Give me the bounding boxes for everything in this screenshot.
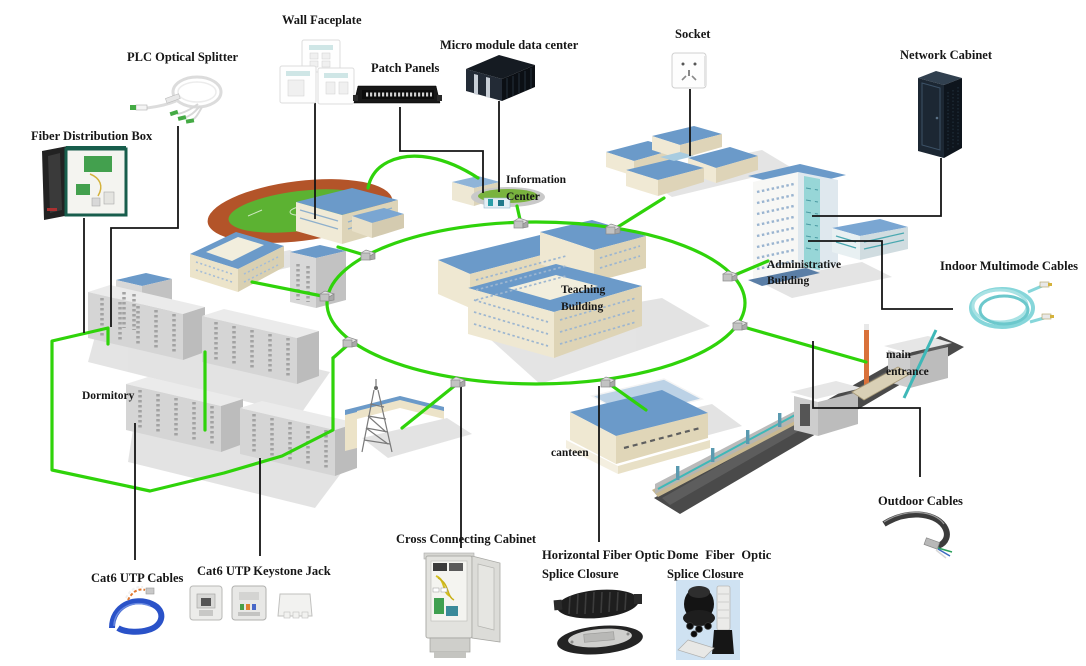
fiber-distribution-box-photo <box>42 146 128 220</box>
indoor-multimode-cables-photo <box>969 281 1054 329</box>
label-administrative-building-line1: Administrative <box>767 259 842 271</box>
cat6-utp-cables-photo <box>109 585 165 635</box>
label-dome-splice-closure-line1: Dome Fiber Optic <box>667 548 772 562</box>
patch-panels-photo <box>353 85 442 104</box>
label-teaching-building: Teaching Building <box>561 282 605 316</box>
gymnasium-building <box>190 232 284 292</box>
label-patch-panels: Patch Panels <box>371 61 440 75</box>
dome-splice-closure-photo <box>676 580 740 660</box>
callout-lines <box>83 89 953 560</box>
outdoor-cables-photo <box>882 511 953 559</box>
label-dormitory: Dormitory <box>82 390 135 402</box>
ring-node <box>600 376 616 388</box>
ring-nodes <box>319 217 748 388</box>
label-network-cabinet: Network Cabinet <box>900 48 993 62</box>
ring-node <box>513 217 529 229</box>
ring-node <box>450 376 466 388</box>
label-cat6-utp-keystone-jack: Cat6 UTP Keystone Jack <box>197 564 331 578</box>
wall-faceplate-photo <box>279 39 355 105</box>
building-near-track <box>296 188 404 244</box>
ring-node <box>360 249 376 261</box>
classroom-cluster <box>606 126 758 196</box>
main-entrance-area <box>652 324 964 514</box>
label-main-entrance-line2: entrance <box>886 366 929 378</box>
plc-optical-splitter-photo <box>130 75 223 124</box>
label-cross-connecting-cabinet: Cross Connecting Cabinet <box>396 532 537 546</box>
canteen-building <box>566 378 710 474</box>
label-horizontal-splice-closure: Horizontal Fiber Optic Splice Closure <box>542 546 665 584</box>
label-dome-splice-closure-line2: Splice Closure <box>667 567 744 581</box>
teaching-building <box>438 220 646 358</box>
ring-node <box>342 336 358 348</box>
ring-node <box>605 223 621 235</box>
label-plc-optical-splitter: PLC Optical Splitter <box>127 50 239 64</box>
label-administrative-building: Administrative Building <box>767 257 841 289</box>
micro-module-data-center-photo <box>466 55 535 101</box>
label-administrative-building-line2: Building <box>767 275 810 287</box>
label-main-entrance-line1: main <box>886 349 911 361</box>
ring-node <box>722 270 738 282</box>
ring-node <box>732 319 748 331</box>
dormitory-buildings <box>88 245 357 476</box>
label-indoor-multimode-cables: Indoor Multimode Cables <box>940 259 1078 273</box>
backbone-ring <box>325 220 747 386</box>
label-fiber-distribution-box: Fiber Distribution Box <box>31 129 153 143</box>
radio-tower <box>361 379 393 453</box>
horizontal-splice-closure-photo <box>553 589 643 655</box>
label-teaching-building-line1: Teaching <box>561 284 606 296</box>
network-cabinet-photo <box>918 71 962 158</box>
label-main-entrance: main entrance <box>886 347 929 381</box>
label-horizontal-splice-closure-line1: Horizontal Fiber Optic <box>542 548 665 562</box>
label-cat6-utp-cables: Cat6 UTP Cables <box>91 571 184 585</box>
label-socket: Socket <box>675 27 711 41</box>
label-information-center-line2: Center <box>506 191 540 203</box>
ring-node <box>319 290 335 302</box>
information-center-building <box>452 176 545 209</box>
label-canteen: canteen <box>551 447 589 459</box>
administrative-building <box>748 164 908 286</box>
label-information-center: Information Center <box>506 172 566 206</box>
dormitory-loop <box>50 326 335 493</box>
label-dome-splice-closure: Dome Fiber Optic Splice Closure <box>667 546 771 584</box>
label-information-center-line1: Information <box>506 174 567 186</box>
cross-connecting-cabinet-photo <box>423 552 501 658</box>
label-horizontal-splice-closure-line2: Splice Closure <box>542 567 619 581</box>
label-teaching-building-line2: Building <box>561 301 604 313</box>
label-micro-module-data-center: Micro module data center <box>440 38 579 52</box>
label-wall-faceplate: Wall Faceplate <box>282 13 362 27</box>
socket-photo <box>671 52 707 89</box>
cat6-utp-keystone-jack-photo <box>189 585 313 621</box>
label-outdoor-cables: Outdoor Cables <box>878 494 963 508</box>
